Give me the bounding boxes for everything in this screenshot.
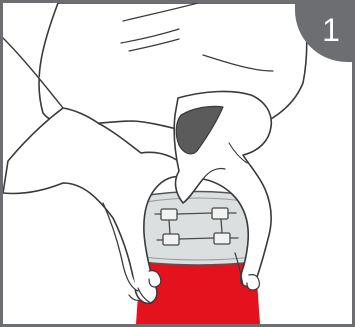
step-number: 1 (315, 10, 347, 50)
instruction-illustration (3, 3, 352, 324)
metal-clip-band (141, 192, 255, 266)
